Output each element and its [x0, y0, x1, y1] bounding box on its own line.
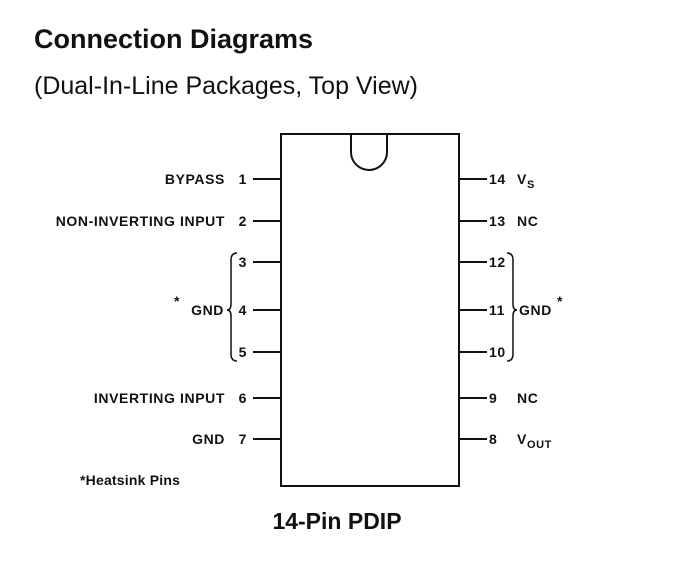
- left-brace: [226, 252, 238, 362]
- pin-12: 12: [459, 254, 506, 270]
- pin-number: 7: [239, 431, 247, 447]
- pin-number: 14: [489, 171, 506, 187]
- page-title: Connection Diagrams: [34, 24, 314, 54]
- pin-4: 4: [239, 302, 281, 318]
- pin-number: 4: [239, 302, 247, 318]
- pin-label: GND: [192, 431, 225, 447]
- right-heatsink-star: *: [557, 293, 563, 309]
- pin-9: 9 NC: [459, 390, 538, 406]
- pin-number: 10: [489, 344, 506, 360]
- pin-number: 3: [239, 254, 247, 270]
- left-pins: BYPASS 1 NON-INVERTING INPUT 2 3 4 5 INV…: [56, 171, 281, 447]
- pin-number: 11: [489, 302, 505, 318]
- pin-8: 8 VOUT: [459, 431, 552, 451]
- pin-label: VOUT: [517, 431, 552, 451]
- right-pins: 14 VS 13 NC 12 11 10 9 NC 8 VOUT: [459, 171, 552, 451]
- chip-body: [280, 133, 460, 487]
- left-gnd-group: GND *: [174, 252, 238, 362]
- pin-number: 1: [239, 171, 247, 187]
- pin-number: 9: [489, 390, 497, 406]
- pin-1: BYPASS 1: [165, 171, 281, 187]
- left-heatsink-star: *: [174, 293, 180, 309]
- pin-13: 13 NC: [459, 213, 538, 229]
- pin-number: 12: [489, 254, 506, 270]
- package-name: 14-Pin PDIP: [272, 508, 402, 534]
- right-gnd-label: GND: [519, 302, 552, 318]
- pin-7: GND 7: [192, 431, 281, 447]
- pin-number: 13: [489, 213, 506, 229]
- pin-10: 10: [459, 344, 506, 360]
- pin-label: NC: [517, 213, 538, 229]
- pin-5: 5: [239, 344, 281, 360]
- pin-number: 8: [489, 431, 497, 447]
- right-gnd-group: GND *: [506, 252, 563, 362]
- pin-number: 6: [239, 390, 247, 406]
- page-subtitle: (Dual-In-Line Packages, Top View): [34, 72, 418, 100]
- pin-label: NC: [517, 390, 538, 406]
- pin-label: BYPASS: [165, 171, 225, 187]
- pin-2: NON-INVERTING INPUT 2: [56, 213, 281, 229]
- pin-label: NON-INVERTING INPUT: [56, 213, 225, 229]
- pin-3: 3: [239, 254, 281, 270]
- pin-label: INVERTING INPUT: [94, 390, 225, 406]
- pin-14: 14 VS: [459, 171, 535, 191]
- heatsink-footnote: *Heatsink Pins: [80, 472, 180, 488]
- right-brace: [506, 252, 518, 362]
- chip-notch: [350, 134, 388, 171]
- pin-11: 11: [459, 302, 505, 318]
- pin-label: VS: [517, 171, 535, 191]
- pin-number: 5: [239, 344, 247, 360]
- pin-number: 2: [239, 213, 247, 229]
- pin-6: INVERTING INPUT 6: [94, 390, 281, 406]
- left-gnd-label: GND: [191, 302, 224, 318]
